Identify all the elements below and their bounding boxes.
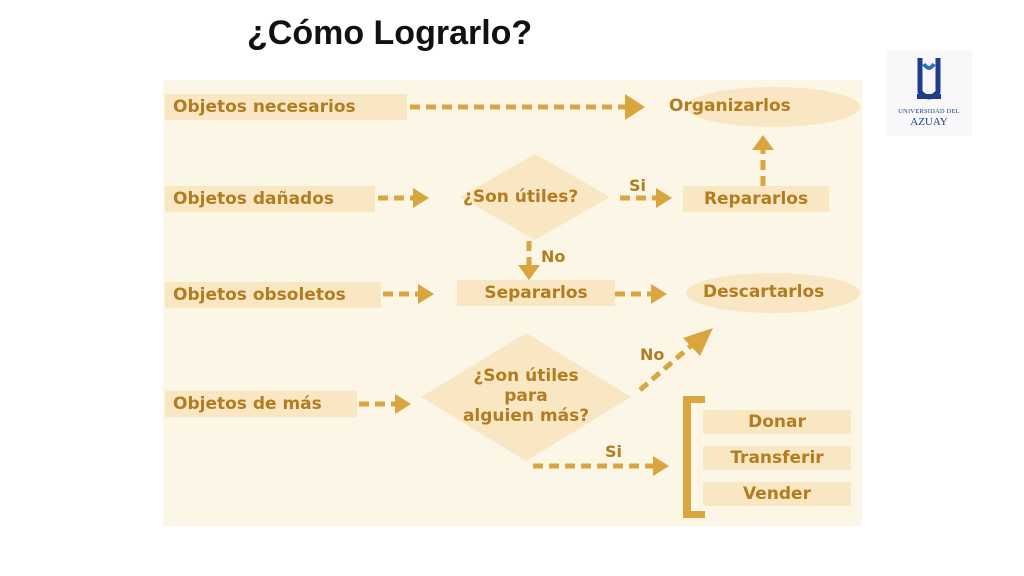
edge-label-si-2: Si bbox=[605, 442, 623, 461]
decision-utiles-otro-line-1: ¿Son útiles bbox=[473, 366, 579, 386]
logo-line-1: UNIVERSIDAD DEL bbox=[898, 108, 960, 115]
action-descartarlos: Descartarlos bbox=[703, 282, 825, 302]
arrowhead-up bbox=[752, 135, 774, 150]
arrowhead-si bbox=[656, 188, 672, 208]
flowchart-shapes bbox=[359, 87, 860, 518]
box-objetos-de-mas: Objetos de más bbox=[165, 391, 357, 417]
decision-utiles-otro: ¿Son útiles para alguien más? bbox=[446, 366, 606, 426]
bracket-bottom bbox=[683, 511, 705, 518]
box-vender: Vender bbox=[703, 482, 851, 506]
edge-label-no-1: No bbox=[541, 247, 566, 266]
arrow-no2-line bbox=[638, 342, 695, 392]
decision-diamond-2 bbox=[421, 333, 631, 461]
logo-line-2: AZUAY bbox=[910, 116, 948, 128]
arrowhead-danados bbox=[413, 188, 429, 208]
box-objetos-danados: Objetos dañados bbox=[165, 186, 375, 212]
edge-label-si-1: Si bbox=[629, 176, 647, 195]
box-separarlos: Separarlos bbox=[457, 280, 615, 306]
flowchart: Objetos necesarios Objetos dañados Objet… bbox=[163, 80, 862, 526]
box-objetos-obsoletos: Objetos obsoletos bbox=[165, 282, 381, 308]
arrowhead-obsoletos bbox=[418, 284, 434, 304]
arrowhead-no2 bbox=[683, 328, 713, 356]
edge-label-no-2: No bbox=[640, 345, 665, 364]
bracket-top bbox=[683, 396, 705, 403]
decision-utiles-otro-line-3: alguien más? bbox=[462, 406, 590, 426]
decision-diamond-1 bbox=[460, 154, 610, 240]
arrowhead-demas bbox=[395, 394, 411, 414]
ellipse-organizarlos bbox=[686, 87, 860, 127]
arrowhead-separar bbox=[651, 284, 667, 304]
box-transferir: Transferir bbox=[703, 446, 851, 470]
bracket-vertical bbox=[683, 396, 691, 518]
box-objetos-necesarios: Objetos necesarios bbox=[165, 94, 407, 120]
arrowhead-organizar bbox=[625, 94, 645, 120]
slide-title: ¿Cómo Lograrlo? bbox=[247, 14, 533, 52]
logo-emblem-icon bbox=[917, 58, 941, 100]
arrowhead-down bbox=[518, 265, 540, 280]
university-logo: UNIVERSIDAD DEL AZUAY bbox=[886, 50, 972, 136]
decision-son-utiles: ¿Son útiles? bbox=[463, 187, 579, 207]
ellipse-descartarlos bbox=[686, 273, 860, 313]
box-repararlos: Repararlos bbox=[683, 186, 829, 212]
box-donar: Donar bbox=[703, 410, 851, 434]
arrowhead-si2 bbox=[653, 456, 669, 476]
action-organizarlos: Organizarlos bbox=[669, 96, 791, 116]
decision-utiles-otro-line-2: para bbox=[504, 386, 548, 406]
